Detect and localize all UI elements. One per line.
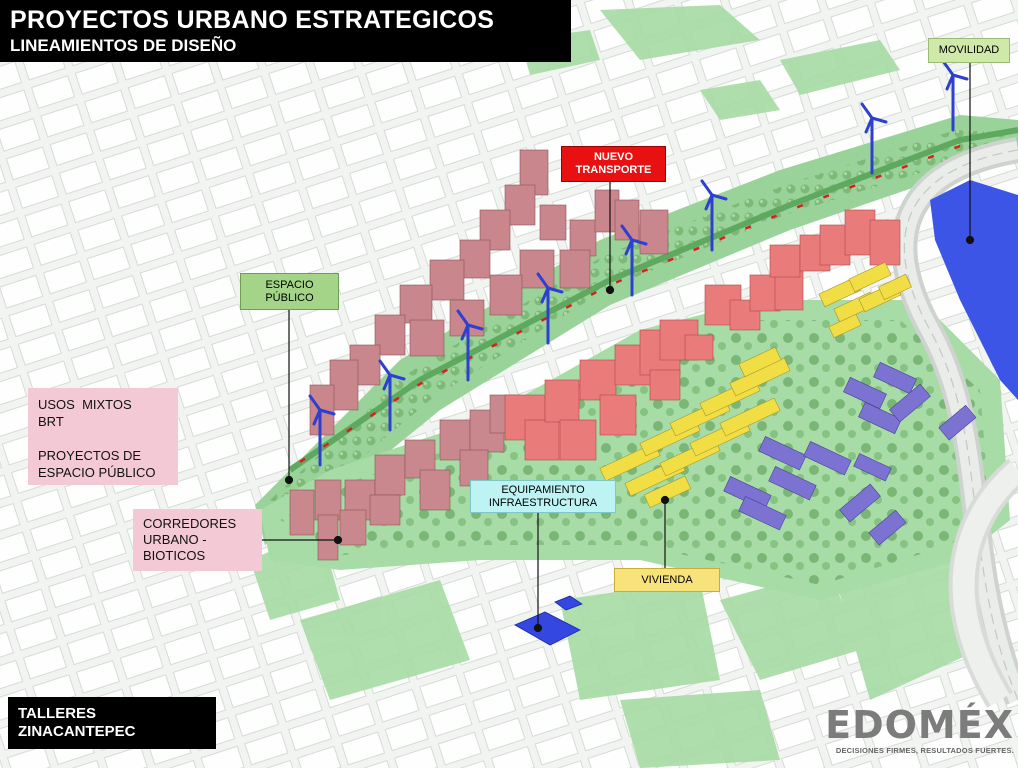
page-subtitle: LINEAMIENTOS DE DISEÑO [10, 36, 237, 55]
label-vivienda: VIVIENDA [614, 568, 720, 592]
title-panel: PROYECTOS URBANO ESTRATEGICOS LINEAMIENT… [0, 0, 571, 62]
label-equip-line-1: EQUIPAMIENTO [501, 483, 585, 496]
logo-tagline: DECISIONES FIRMES, RESULTADOS FUERTES. [835, 746, 1014, 755]
talleres-line-2: ZINACANTEPEC [18, 723, 136, 740]
usos-line-3: PROYECTOS DE [38, 448, 142, 463]
label-nuevo-line-2: TRANSPORTE [575, 164, 652, 176]
label-nuevo-line-1: NUEVO [593, 151, 634, 163]
mixed-use-towers-north [309, 149, 669, 436]
edomex-logo: EDOMÉX DECISIONES FIRMES, RESULTADOS FUE… [814, 705, 1014, 765]
corr-line-3: BIOTICOS [143, 548, 206, 563]
water-reservoir [930, 180, 1018, 400]
wind-turbine-icon [308, 59, 969, 467]
usos-spacer [38, 430, 168, 447]
talleres-panel: TALLERES ZINACANTEPEC [8, 697, 216, 749]
corr-line-1: CORREDORES [143, 516, 237, 531]
leader-lines [262, 63, 975, 633]
commercial-district [504, 209, 901, 461]
usos-line-2: BRT [38, 414, 64, 429]
label-corredores: CORREDORES URBANO - BIOTICOS [133, 509, 262, 571]
label-espacio-line-1: ESPACIO [265, 278, 314, 291]
corr-line-2: URBANO - [143, 532, 207, 547]
label-nuevo-transporte: NUEVO TRANSPORTE [561, 146, 666, 182]
talleres-line-1: TALLERES [18, 705, 97, 722]
label-espacio-publico: ESPACIO PÚBLICO [240, 273, 339, 310]
label-equip-line-2: INFRAESTRUCTURA [488, 496, 598, 509]
infrastructure-facility [514, 595, 583, 646]
label-usos-mixtos: USOS MIXTOS BRT PROYECTOS DE ESPACIO PÚB… [28, 388, 178, 485]
usos-line-1: USOS MIXTOS [38, 397, 132, 412]
label-vivienda-text: VIVIENDA [641, 573, 693, 586]
label-equipamiento: EQUIPAMIENTO INFRAESTRUCTURA [470, 480, 616, 513]
label-espacio-line-2: PÚBLICO [265, 291, 314, 304]
usos-line-4: ESPACIO PÚBLICO [38, 465, 156, 480]
page-title: PROYECTOS URBANO ESTRATEGICOS [10, 6, 495, 34]
logo-wordmark: EDOMÉX [825, 703, 1014, 747]
label-movilidad: MOVILIDAD [928, 38, 1010, 63]
housing-slabs [599, 261, 912, 509]
label-movilidad-text: MOVILIDAD [938, 44, 1000, 56]
equipment-blocks [723, 361, 977, 546]
